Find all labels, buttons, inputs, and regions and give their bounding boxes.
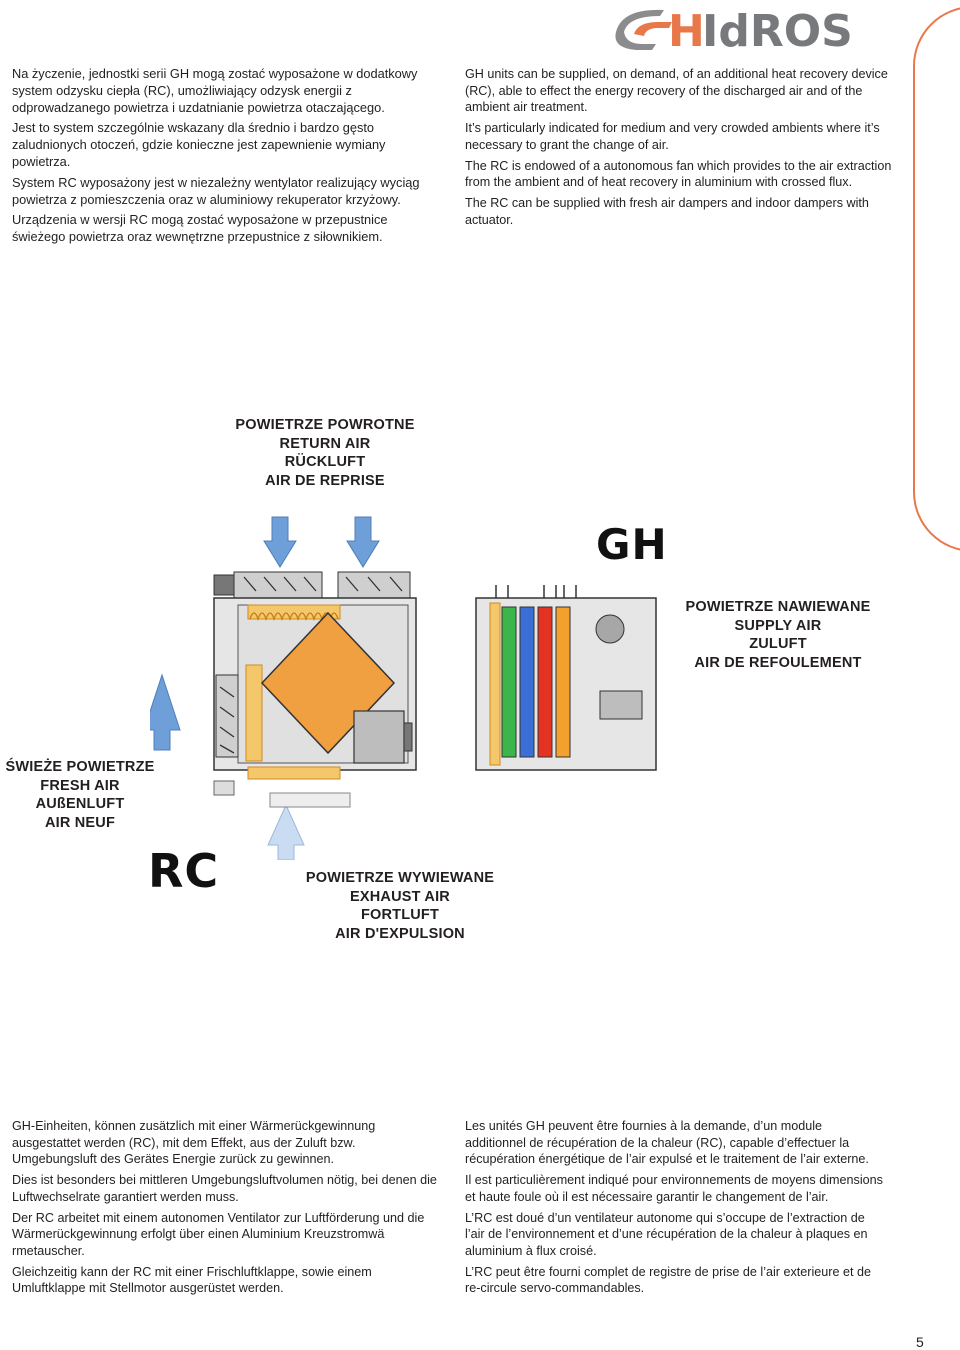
svg-text:IdROS: IdROS — [702, 6, 853, 50]
coil-orange — [555, 606, 571, 758]
supply-fan-motor — [595, 614, 625, 644]
paragraph: It’s particularly indicated for medium a… — [465, 121, 880, 152]
label-line: AIR NEUF — [44, 814, 116, 831]
paragraph: L’RC est doué d’un ventilateur autonome … — [465, 1210, 868, 1258]
return-air-label: POWIETRZE POWROTNE RETURN AIR RÜCKLUFT A… — [205, 416, 445, 490]
damper — [213, 574, 235, 596]
filter-top — [247, 604, 341, 620]
svg-text:H: H — [668, 6, 705, 50]
paragraph: Dies ist besonders bei mittleren Umgebun… — [12, 1173, 437, 1204]
return-air-arrow-right — [346, 516, 380, 568]
exhaust-air-arrow — [267, 803, 305, 860]
paragraph: L’RC peut être fourni complet de registr… — [465, 1264, 872, 1296]
label-line: AIR DE REFOULEMENT — [694, 654, 862, 671]
fresh-air-label: ŚWIEŻE POWIETRZE FRESH AIR AUßENLUFT AIR… — [0, 758, 160, 832]
label-line: ZULUFT — [749, 636, 807, 652]
supply-air-label: POWIETRZE NAWIEWANE SUPPLY AIR ZULUFT AI… — [658, 598, 898, 672]
text-column-polish: Na życzenie, jednostki serii GH mogą zos… — [12, 66, 422, 250]
paragraph: Der RC arbeitet mit einem autonomen Vent… — [12, 1210, 425, 1258]
gh-unit-label: GH — [596, 520, 668, 569]
paragraph: Jest to system szczególnie wskazany dla … — [12, 120, 386, 169]
damper — [213, 780, 235, 796]
coil-blue — [519, 606, 535, 758]
paragraph: Na życzenie, jednostki serii GH mogą zos… — [12, 66, 418, 115]
label-line: AIR DE REPRISE — [265, 472, 385, 489]
text-column-english: GH units can be supplied, on demand, of … — [465, 66, 895, 232]
paragraph: Il est particulièrement indiqué pour env… — [465, 1173, 883, 1204]
filter-bottom — [247, 766, 341, 780]
paragraph: The RC can be supplied with fresh air da… — [465, 195, 869, 227]
airflow-diagram — [150, 516, 657, 860]
paragraph: The RC is endowed of a autonomous fan wh… — [465, 158, 892, 190]
coil-red — [537, 606, 553, 758]
label-line: AIR D'EXPULSION — [335, 925, 465, 942]
damper — [269, 792, 351, 808]
label-line: FRESH AIR — [40, 777, 120, 794]
page-number: 5 — [916, 1334, 924, 1350]
damper — [337, 571, 411, 599]
filter-side — [245, 664, 263, 762]
label-line: POWIETRZE POWROTNE — [235, 417, 415, 433]
fresh-air-arrow — [150, 673, 181, 751]
label-line: ŚWIEŻE POWIETRZE — [5, 759, 155, 775]
label-line: FORTLUFT — [360, 907, 440, 923]
supply-fan — [599, 690, 643, 720]
paragraph: Gleichzeitig kann der RC mit einer Frisc… — [12, 1264, 372, 1296]
rc-unit-label: RC — [148, 844, 220, 898]
label-line: RETURN AIR — [279, 435, 371, 452]
return-air-arrow-left — [263, 516, 297, 568]
label-line: SUPPLY AIR — [734, 617, 822, 634]
paragraph: Urządzenia w wersji RC mogą zostać wypos… — [12, 212, 388, 245]
coil-green — [501, 606, 517, 758]
label-line: POWIETRZE NAWIEWANE — [685, 599, 871, 615]
label-line: EXHAUST AIR — [350, 888, 450, 905]
label-line: AUßENLUFT — [35, 796, 125, 812]
ghidros-logo: H IdROS — [615, 6, 853, 50]
damper — [233, 571, 323, 599]
side-tab-decoration — [913, 6, 960, 552]
paragraph: GH-Einheiten, können zusätzlich mit eine… — [12, 1119, 376, 1167]
label-line: RÜCKLUFT — [284, 454, 366, 470]
rc-fan — [353, 710, 405, 764]
text-column-german: GH-Einheiten, können zusätzlich mit eine… — [12, 1118, 437, 1301]
paragraph: Les unités GH peuvent être fournies à la… — [465, 1119, 869, 1167]
damper — [215, 674, 239, 758]
label-line: POWIETRZE WYWIEWANE — [305, 870, 495, 886]
paragraph: System RC wyposażony jest w niezależny w… — [12, 174, 420, 207]
exhaust-air-label: POWIETRZE WYWIEWANE EXHAUST AIR FORTLUFT… — [280, 869, 520, 943]
filter-gh — [489, 602, 501, 766]
text-column-french: Les unités GH peuvent être fournies à la… — [465, 1118, 885, 1301]
paragraph: GH units can be supplied, on demand, of … — [465, 67, 888, 115]
